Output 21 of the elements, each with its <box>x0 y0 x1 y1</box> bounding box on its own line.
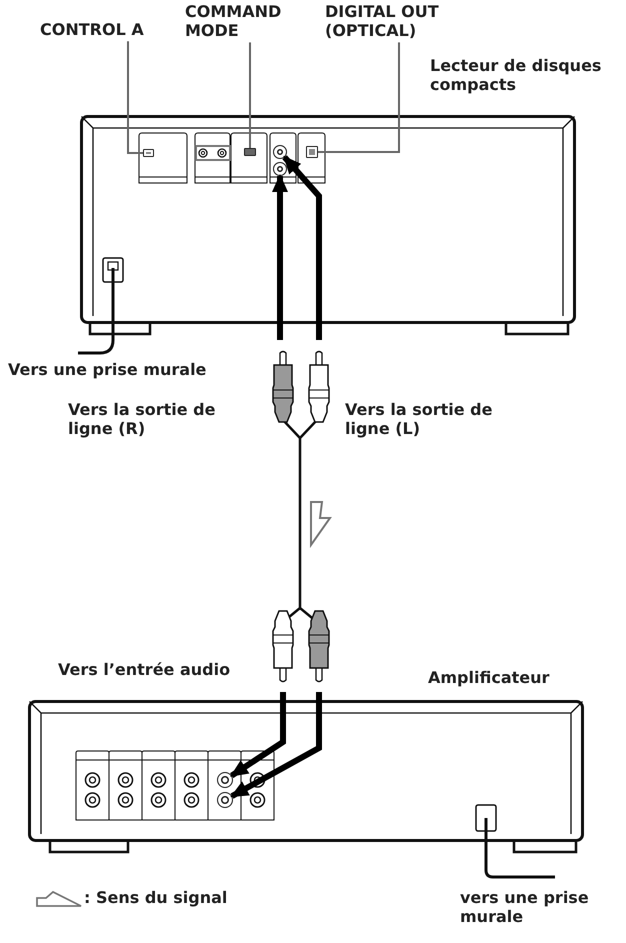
connection-arrow <box>272 174 288 340</box>
connection-label: Vers une prise murale <box>8 360 208 380</box>
device-label: Amplificateur <box>428 668 550 688</box>
optical-jack <box>306 146 318 158</box>
port-label: CONTROL A <box>40 20 165 40</box>
connection-label: Vers la sortie de ligne (R) <box>68 400 216 438</box>
port-label: COMMAND MODE <box>185 2 315 40</box>
leader-line <box>249 42 251 148</box>
connection-label: Vers la sortie de ligne (L) <box>345 400 494 438</box>
connection-label: vers une prise murale <box>460 888 590 926</box>
connection-arrow <box>230 692 286 778</box>
leader-line <box>127 41 143 154</box>
port-label: DIGITAL OUT (OPTICAL) <box>325 2 485 40</box>
legend-text: : Sens du signal <box>84 888 228 908</box>
connection-arrow <box>230 692 322 799</box>
control-a-jack <box>143 149 154 157</box>
leader-line <box>318 42 400 153</box>
device-label: Lecteur de disques compacts <box>430 56 602 94</box>
connection-arrow <box>282 155 322 340</box>
connection-label: Vers l’entrée audio <box>58 660 232 680</box>
mode-switch <box>244 148 256 156</box>
